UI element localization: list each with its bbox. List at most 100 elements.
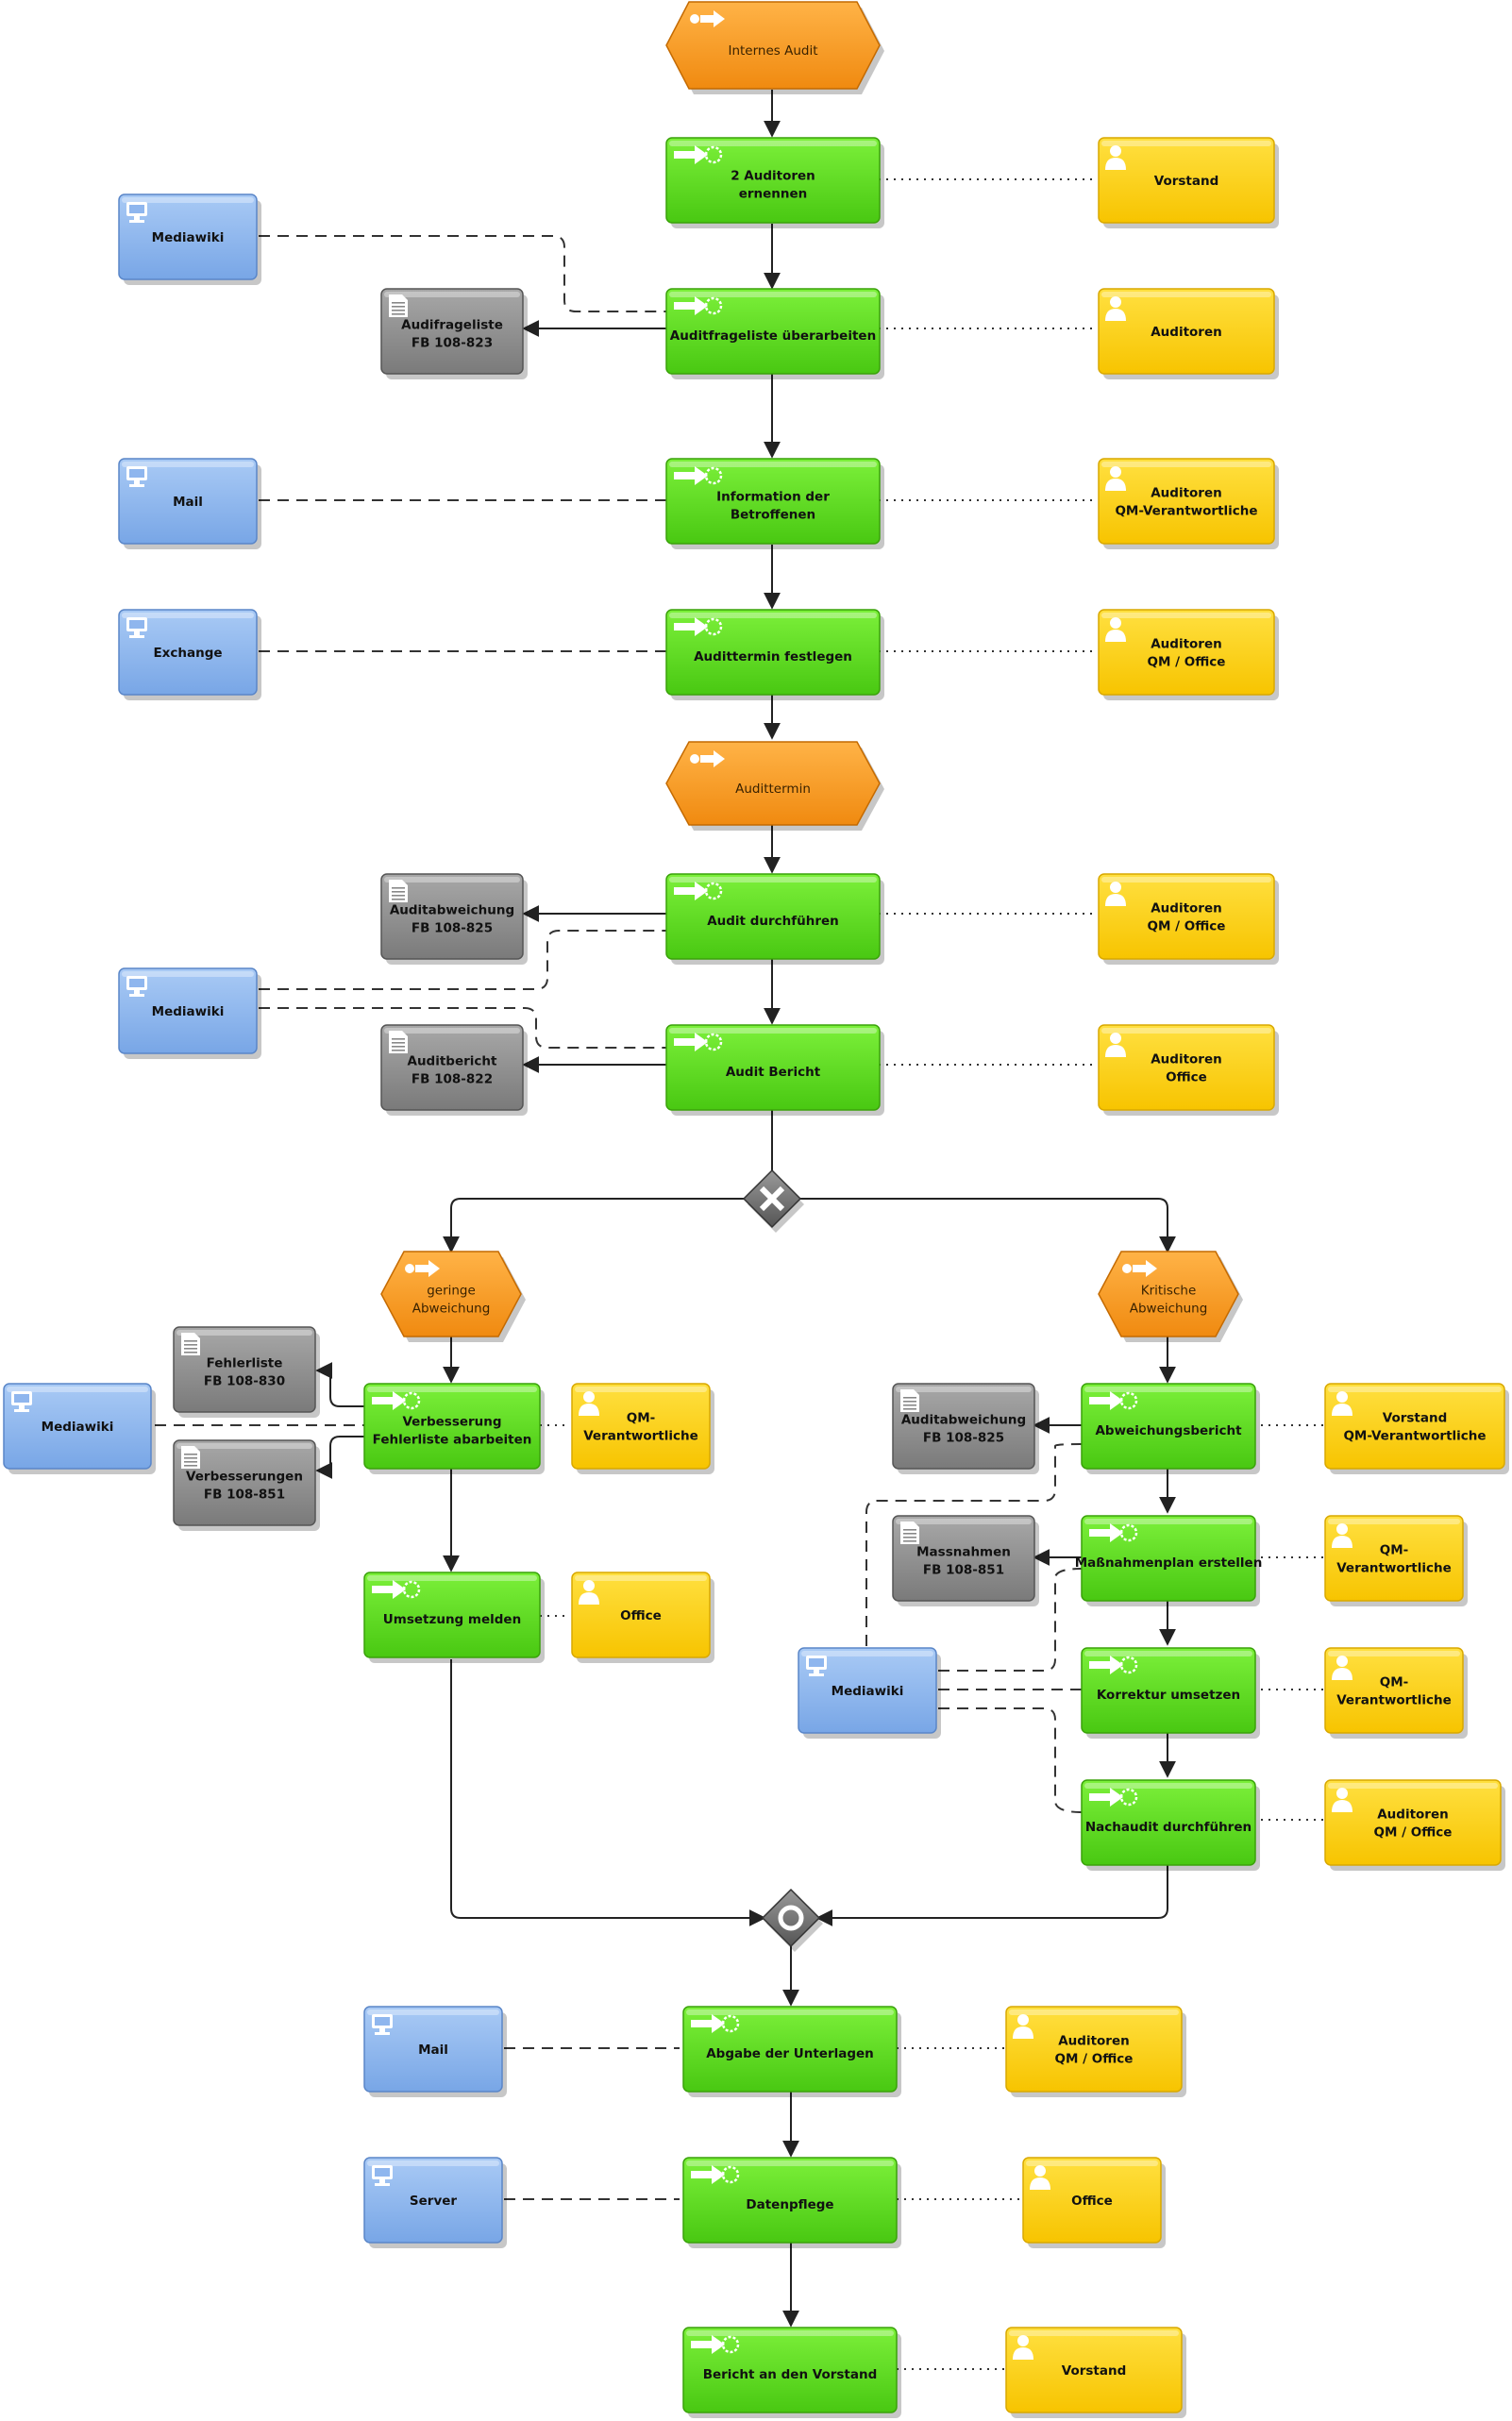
role-ob2[interactable]: Office [1022,2157,1166,2248]
monitor-icon [372,2165,393,2186]
system-s1[interactable]: Mediawiki [118,193,261,285]
node-label: Auditfrageliste überarbeiten [670,328,876,344]
role-ob3[interactable]: Vorstand [1005,2327,1186,2418]
node-label: Fehlerliste [207,1356,283,1371]
system-s4[interactable]: Mediawiki [118,967,261,1059]
system-sb2[interactable]: Server [363,2157,507,2248]
function-f4[interactable]: Audittermin festlegen [665,609,884,700]
function-arrow-icon [674,145,723,164]
node-label: Verantwortliche [1336,1693,1452,1708]
node-label: Exchange [153,646,222,661]
person-icon [1105,466,1126,491]
node-label: Verbesserung [402,1415,501,1430]
function-r1[interactable]: Abweichungsbericht [1081,1383,1260,1474]
event-internes_audit[interactable]: Internes Audit [665,1,884,94]
role-ol1[interactable]: QM- Verantwortliche [571,1383,714,1474]
node-label: Mediawiki [152,1004,225,1019]
document-icon [181,1333,200,1355]
person-icon [1105,1033,1126,1057]
node-label: Auditoren [1151,1052,1222,1068]
role-ol2[interactable]: Office [571,1572,714,1663]
system-links [155,235,1083,2200]
document-dl1[interactable]: Fehlerliste FB 108-830 [173,1326,320,1418]
event-arrow-icon [690,10,725,27]
system-sb1[interactable]: Mail [363,2006,507,2097]
system-sl[interactable]: Mediawiki [3,1383,156,1474]
node-label: QM / Office [1374,1825,1453,1841]
function-r3[interactable]: Korrektur umsetzen [1081,1647,1260,1739]
node-label: Audifrageliste [401,318,503,333]
xor-cross-icon [759,1185,785,1212]
function-b2[interactable]: Datenpflege [682,2157,901,2248]
node-label: FB 108-830 [204,1374,285,1389]
node-label: Fehlerliste abarbeiten [373,1433,532,1448]
system-s3[interactable]: Exchange [118,609,261,700]
node-label: Vorstand [1154,174,1219,189]
function-b3[interactable]: Bericht an den Vorstand [682,2327,901,2418]
monitor-icon [126,976,147,997]
function-l2[interactable]: Umsetzung melden [363,1572,545,1663]
person-icon [1332,1523,1352,1548]
node-label: Vorstand [1062,2363,1127,2379]
node-label: FB 108-825 [412,921,493,936]
node-label: FB 108-822 [412,1072,493,1087]
node-label: Vorstand [1383,1411,1448,1426]
node-label: Nachaudit durchführen [1085,1820,1252,1835]
role-or2[interactable]: QM-Verantwortliche [1324,1515,1468,1606]
node-label: Audit durchführen [707,914,839,929]
function-f5[interactable]: Audit durchführen [665,873,884,965]
function-arrow-icon [372,1391,421,1410]
role-o2[interactable]: Auditoren [1098,288,1279,379]
function-r2[interactable]: Maßnahmenplan erstellen [1075,1515,1263,1606]
function-b1[interactable]: Abgabe der Unterlagen [682,2006,901,2097]
node-label: Office [1071,2194,1113,2209]
role-links [540,178,1323,2370]
function-f2[interactable]: Auditfrageliste überarbeiten [665,288,884,379]
node-label: Auditoren [1151,325,1222,340]
node-label: QM- [627,1411,656,1426]
system-sr[interactable]: Mediawiki [798,1647,941,1739]
node-label: Auditoren [1058,2034,1130,2049]
node-label: Datenpflege [746,2197,833,2212]
document-icon [181,1446,200,1469]
function-f6[interactable]: Audit Bericht [665,1024,884,1116]
role-or3[interactable]: QM-Verantwortliche [1324,1647,1468,1739]
function-arrow-icon [674,466,723,485]
function-arrow-icon [674,296,723,315]
node-label: Audit Bericht [726,1065,821,1080]
node-label: Audittermin festlegen [694,649,852,664]
event-label: Internes Audit [728,43,817,59]
role-ob1[interactable]: Auditoren QM / Office [1005,2006,1186,2097]
event-audittermin[interactable]: Audittermin [665,741,884,831]
function-r4[interactable]: Nachaudit durchführen [1081,1779,1260,1871]
node-label: QM / Office [1055,2052,1134,2067]
system-s2[interactable]: Mail [118,458,261,549]
or-circle-icon [778,1905,804,1931]
xor-gateway[interactable] [742,1168,804,1233]
person-icon [1105,145,1126,170]
node-label: Massnahmen [916,1545,1011,1560]
node-label: Verantwortliche [583,1429,698,1444]
function-arrow-icon [1089,1656,1138,1674]
connections [315,90,1176,2328]
or-gateway[interactable] [761,1888,823,1952]
role-o1[interactable]: Vorstand [1098,137,1279,228]
